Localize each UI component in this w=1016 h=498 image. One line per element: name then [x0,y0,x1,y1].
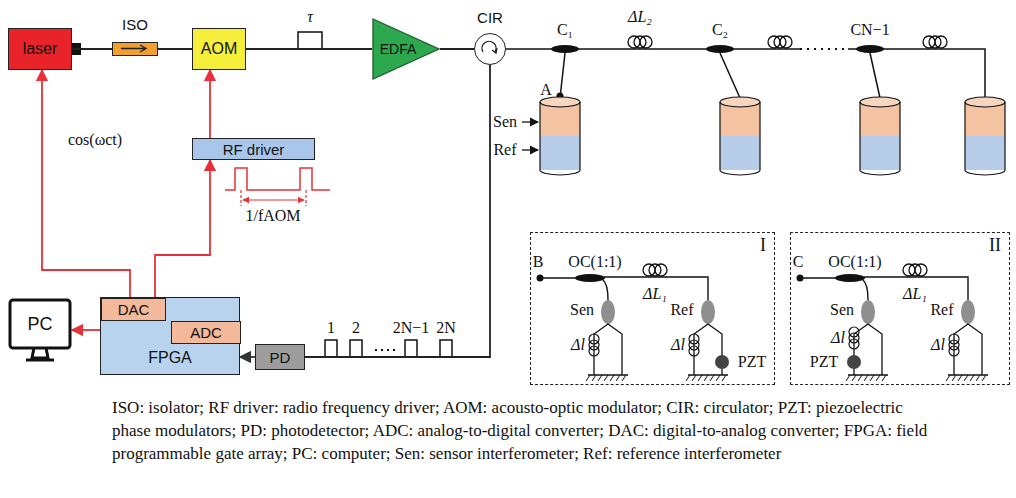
coupler-label: C₂ [712,21,728,39]
figure-caption: ISO: isolator; RF driver: radio frequenc… [112,396,942,465]
isolator-arrow [113,43,156,54]
delay-label: Δl [931,336,945,354]
point-label: A [540,81,552,99]
pulse-number: 2N [436,319,456,337]
fiber-line [246,48,372,50]
fpga-box: FPGA DAC ADC [100,297,240,375]
fiber-line [440,48,474,50]
node-label: I [760,235,766,256]
node-label: laser [23,40,58,58]
coupler-label: OC(1:1) [828,253,881,271]
fiber-line [240,356,255,358]
sensor-label: Sen [570,301,594,319]
point-label: C [793,253,804,271]
pulse-number: 2 [352,319,360,337]
pulse-number: 2N−1 [393,319,430,337]
delay-label: ΔL₁ [903,285,927,303]
reference-label: Ref [493,141,516,159]
modulator-label: PZT [810,353,838,371]
computer-icon: PC [8,298,72,364]
modulator-box: AOM [192,28,246,70]
converter-box: DAC [101,298,166,321]
text-holder: FPGA [101,345,239,371]
fiber-line [305,65,490,357]
node-label: AOM [201,40,237,58]
delay-label: Δl [571,336,585,354]
period-label: 1/fAOM [245,207,300,225]
pulse-number: 1 [327,319,335,337]
circulator-arrow [475,34,504,63]
sensor-label: Sen [493,113,517,131]
node-label: PC [27,314,52,335]
node-label: RF driver [223,141,285,158]
isolator-box: ISO [105,10,165,58]
sensor-label: Sen [830,301,854,319]
laser-box: laser [8,28,72,70]
coupler-label: CN−1 [850,21,889,39]
node-label: II [989,235,1001,256]
node-label: EDFA [380,41,417,57]
modulator-label: PZT [738,353,766,371]
node-label: ADC [190,324,222,341]
delay-label: Δl [671,336,685,354]
delay-label: ΔL₂ [628,8,652,26]
text-holder: I [760,235,766,256]
driver-box: RF driver [192,138,315,160]
signal-line [209,70,211,138]
pulse-width: τ [307,8,313,26]
circulator: CIR [466,5,514,65]
amplifier-triangle: EDFA [372,18,440,80]
text-holder: PC [10,300,70,348]
circulator-circle [474,33,506,65]
node-label: DAC [118,301,150,318]
text-holder: II [989,235,1001,256]
node-label: FPGA [148,349,192,367]
converter-box: ADC [171,321,241,344]
reference-label: Ref [930,301,953,319]
signal-line [155,160,210,298]
node-label: CIR [477,9,503,26]
reference-label: Ref [670,301,693,319]
text-holder: EDFA [372,18,424,80]
delay-label: ΔL₁ [643,285,667,303]
coupler-label: OC(1:1) [568,253,621,271]
fiber-line [158,48,192,50]
text-holder: ISO [105,10,165,38]
signal-label: cos(ωct) [68,131,122,149]
signal-line [42,70,130,298]
isolator-body [112,42,158,56]
delay-label: Δl [831,329,845,347]
text-holder: CIR [466,5,514,29]
signal-line [72,329,100,331]
coupler-label: C₁ [557,21,573,39]
point-label: B [533,253,544,271]
node-label: ISO [122,16,148,33]
fiber-line [72,48,112,50]
node-label: PD [270,349,291,366]
detector-box: PD [255,344,305,370]
